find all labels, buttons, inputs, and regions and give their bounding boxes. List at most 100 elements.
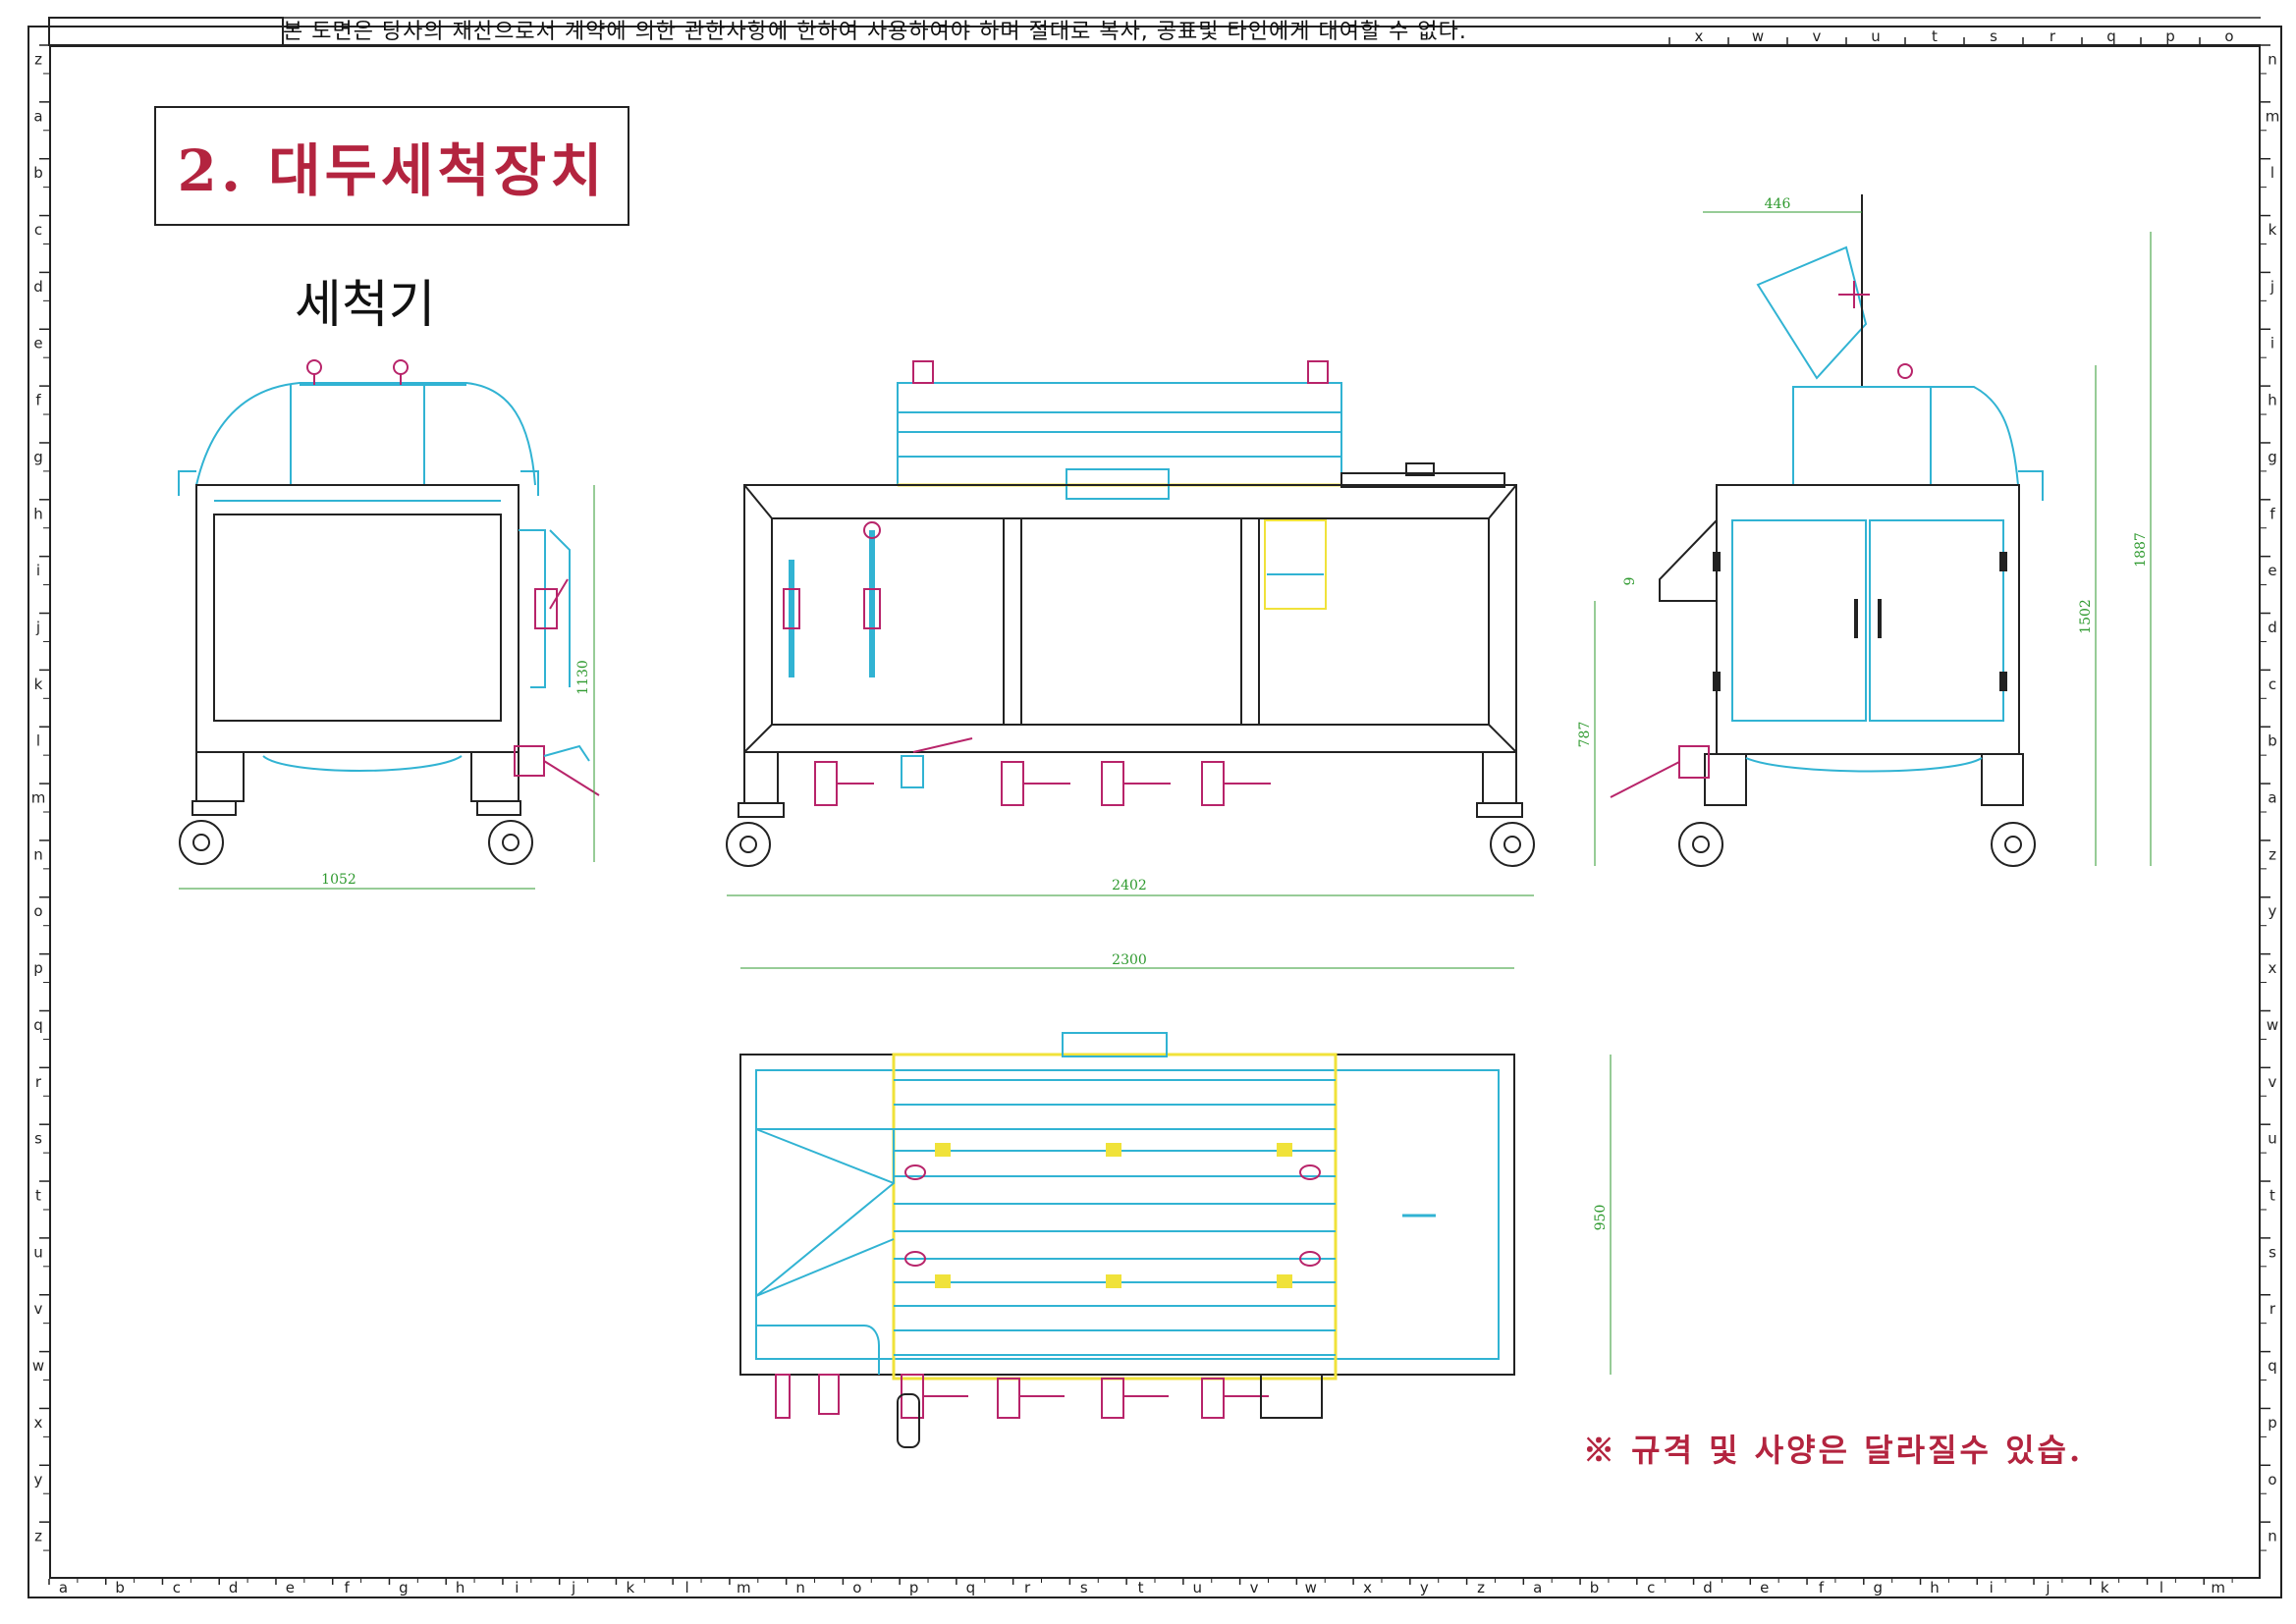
page-title: 2. 대두세척장치	[177, 137, 607, 204]
side-aux-tray	[1340, 472, 1505, 488]
ruler-left-letter: r	[35, 1073, 42, 1091]
ruler-top-letter: r	[2050, 27, 2056, 45]
ruler-right-letter: e	[2268, 562, 2276, 579]
ruler-bottom-letter: l	[2159, 1579, 2163, 1597]
end-wheel-left-hub	[1692, 836, 1710, 853]
ruler-bottom-letter: i	[1990, 1579, 1994, 1597]
ruler-right-letter: y	[2269, 902, 2277, 920]
front-handle-knob	[306, 359, 322, 375]
front-leg-left	[195, 751, 245, 802]
ruler-bottom-letter: d	[229, 1579, 239, 1597]
ruler-left-letter: h	[33, 505, 43, 522]
front-valve	[534, 588, 558, 629]
ruler-bottom-letter: a	[1533, 1579, 1542, 1597]
ruler-bottom-letter: g	[1873, 1579, 1883, 1597]
side-frame-corner	[1488, 724, 1517, 753]
side-frame-corner	[1488, 484, 1517, 519]
ruler-bottom-letter: a	[59, 1579, 68, 1597]
side-wheel-right	[1490, 822, 1535, 867]
end-dim-top: 446	[1765, 196, 1791, 212]
ruler-top-letter: q	[2106, 27, 2116, 45]
top-bottom-valves	[775, 1374, 1269, 1419]
ruler-top-letter: p	[2165, 27, 2175, 45]
ruler-left-letter: j	[35, 619, 40, 636]
top-drum-lines	[894, 1079, 1336, 1356]
ruler-bottom-letter: k	[627, 1579, 635, 1597]
ruler-right-letter: r	[2269, 1300, 2276, 1318]
top-inlet-pipe	[756, 1325, 880, 1375]
ruler-bottom-letter: b	[1590, 1579, 1600, 1597]
ruler-right-letter: t	[2269, 1187, 2275, 1205]
ruler-left-letter: o	[33, 902, 42, 920]
ruler-left-letter: i	[36, 562, 40, 579]
ruler-left-letter: t	[35, 1187, 41, 1205]
ruler-left-letter: z	[34, 1528, 42, 1545]
side-leg-left	[743, 751, 779, 804]
end-chute	[1756, 245, 1868, 380]
ruler-right-letter: x	[2269, 959, 2277, 977]
ruler-right-letter: g	[2268, 448, 2277, 465]
ruler-left-letter: w	[32, 1357, 44, 1375]
ruler-bottom-letter: j	[571, 1579, 575, 1597]
end-dim-total: 1887	[2133, 532, 2149, 568]
ruler-bottom-letter: s	[1080, 1579, 1088, 1597]
end-hood-box	[1792, 386, 1932, 486]
ruler-bottom-letter: e	[1760, 1579, 1769, 1597]
ruler-bottom-letter: w	[1305, 1579, 1317, 1597]
side-top-bolt	[1307, 360, 1329, 384]
front-leg-right	[470, 751, 519, 802]
ruler-bottom-letter: f	[345, 1579, 351, 1597]
end-dim-small: 9	[1622, 577, 1638, 586]
ruler-bottom-letter: j	[2045, 1579, 2050, 1597]
end-outlet-handle	[1610, 761, 1680, 798]
ruler-bottom-letter: h	[456, 1579, 465, 1597]
end-body	[1716, 484, 2020, 755]
front-drain-pipe	[262, 755, 463, 772]
front-spout-right	[520, 470, 539, 496]
drawing-subtitle: 세척기	[295, 276, 436, 335]
ruler-right-letter: k	[2269, 221, 2277, 239]
ruler-top-letter: x	[1695, 27, 1704, 45]
outer-border	[27, 26, 2282, 1598]
ruler-bottom-letter: z	[1477, 1579, 1485, 1597]
ruler-left-letter: q	[33, 1016, 43, 1034]
side-wheel-right-hub	[1503, 836, 1521, 853]
ruler-right-letter: z	[2269, 845, 2276, 863]
side-drain-handle	[912, 737, 973, 753]
ruler-bottom-letter: c	[173, 1579, 181, 1597]
ruler-bottom-letter: m	[737, 1579, 751, 1597]
front-outlet-pipe	[543, 744, 590, 762]
ruler-left-letter: e	[33, 335, 42, 352]
top-dim-width: 950	[1593, 1205, 1609, 1231]
title-box: 2. 대두세척장치	[154, 106, 629, 226]
front-wheel-left-hub	[192, 834, 210, 851]
top-drain	[897, 1393, 920, 1448]
ruler-bottom-letter: f	[1819, 1579, 1825, 1597]
ruler-bottom-letter: t	[1138, 1579, 1144, 1597]
front-spout-left	[178, 470, 196, 496]
ruler-left-letter: u	[33, 1243, 43, 1261]
ruler-top-letter: v	[1813, 27, 1822, 45]
side-wheel-left	[726, 822, 771, 867]
ruler-left-letter: b	[33, 164, 43, 182]
top-view: 2300 950	[739, 952, 1612, 1448]
end-dim-body: 1502	[2078, 599, 2094, 634]
front-valve-handle	[549, 578, 569, 610]
top-hopper-left	[755, 1128, 895, 1299]
front-wheel-right-hub	[502, 834, 519, 851]
front-panel	[213, 514, 502, 722]
top-lid-handle	[1062, 1032, 1168, 1057]
header-notice: 본 도면은 당사의 재산으로서 계약에 의한 관한사항에 한하여 사용하여야 하…	[283, 20, 1467, 44]
end-wheel-left	[1678, 822, 1723, 867]
side-frame-corner	[743, 724, 773, 753]
ruler-right-letter: w	[2267, 1016, 2278, 1034]
side-wheel-left-hub	[739, 836, 757, 853]
ruler-left-letter: a	[33, 107, 42, 125]
top-hopper-diag	[755, 1128, 895, 1184]
end-hinge	[1999, 672, 2007, 691]
side-top-bolt	[912, 360, 934, 384]
ruler-left-letter: d	[33, 278, 43, 296]
ruler-bottom-letter: y	[1420, 1579, 1429, 1597]
side-frame-inner	[771, 517, 1490, 726]
